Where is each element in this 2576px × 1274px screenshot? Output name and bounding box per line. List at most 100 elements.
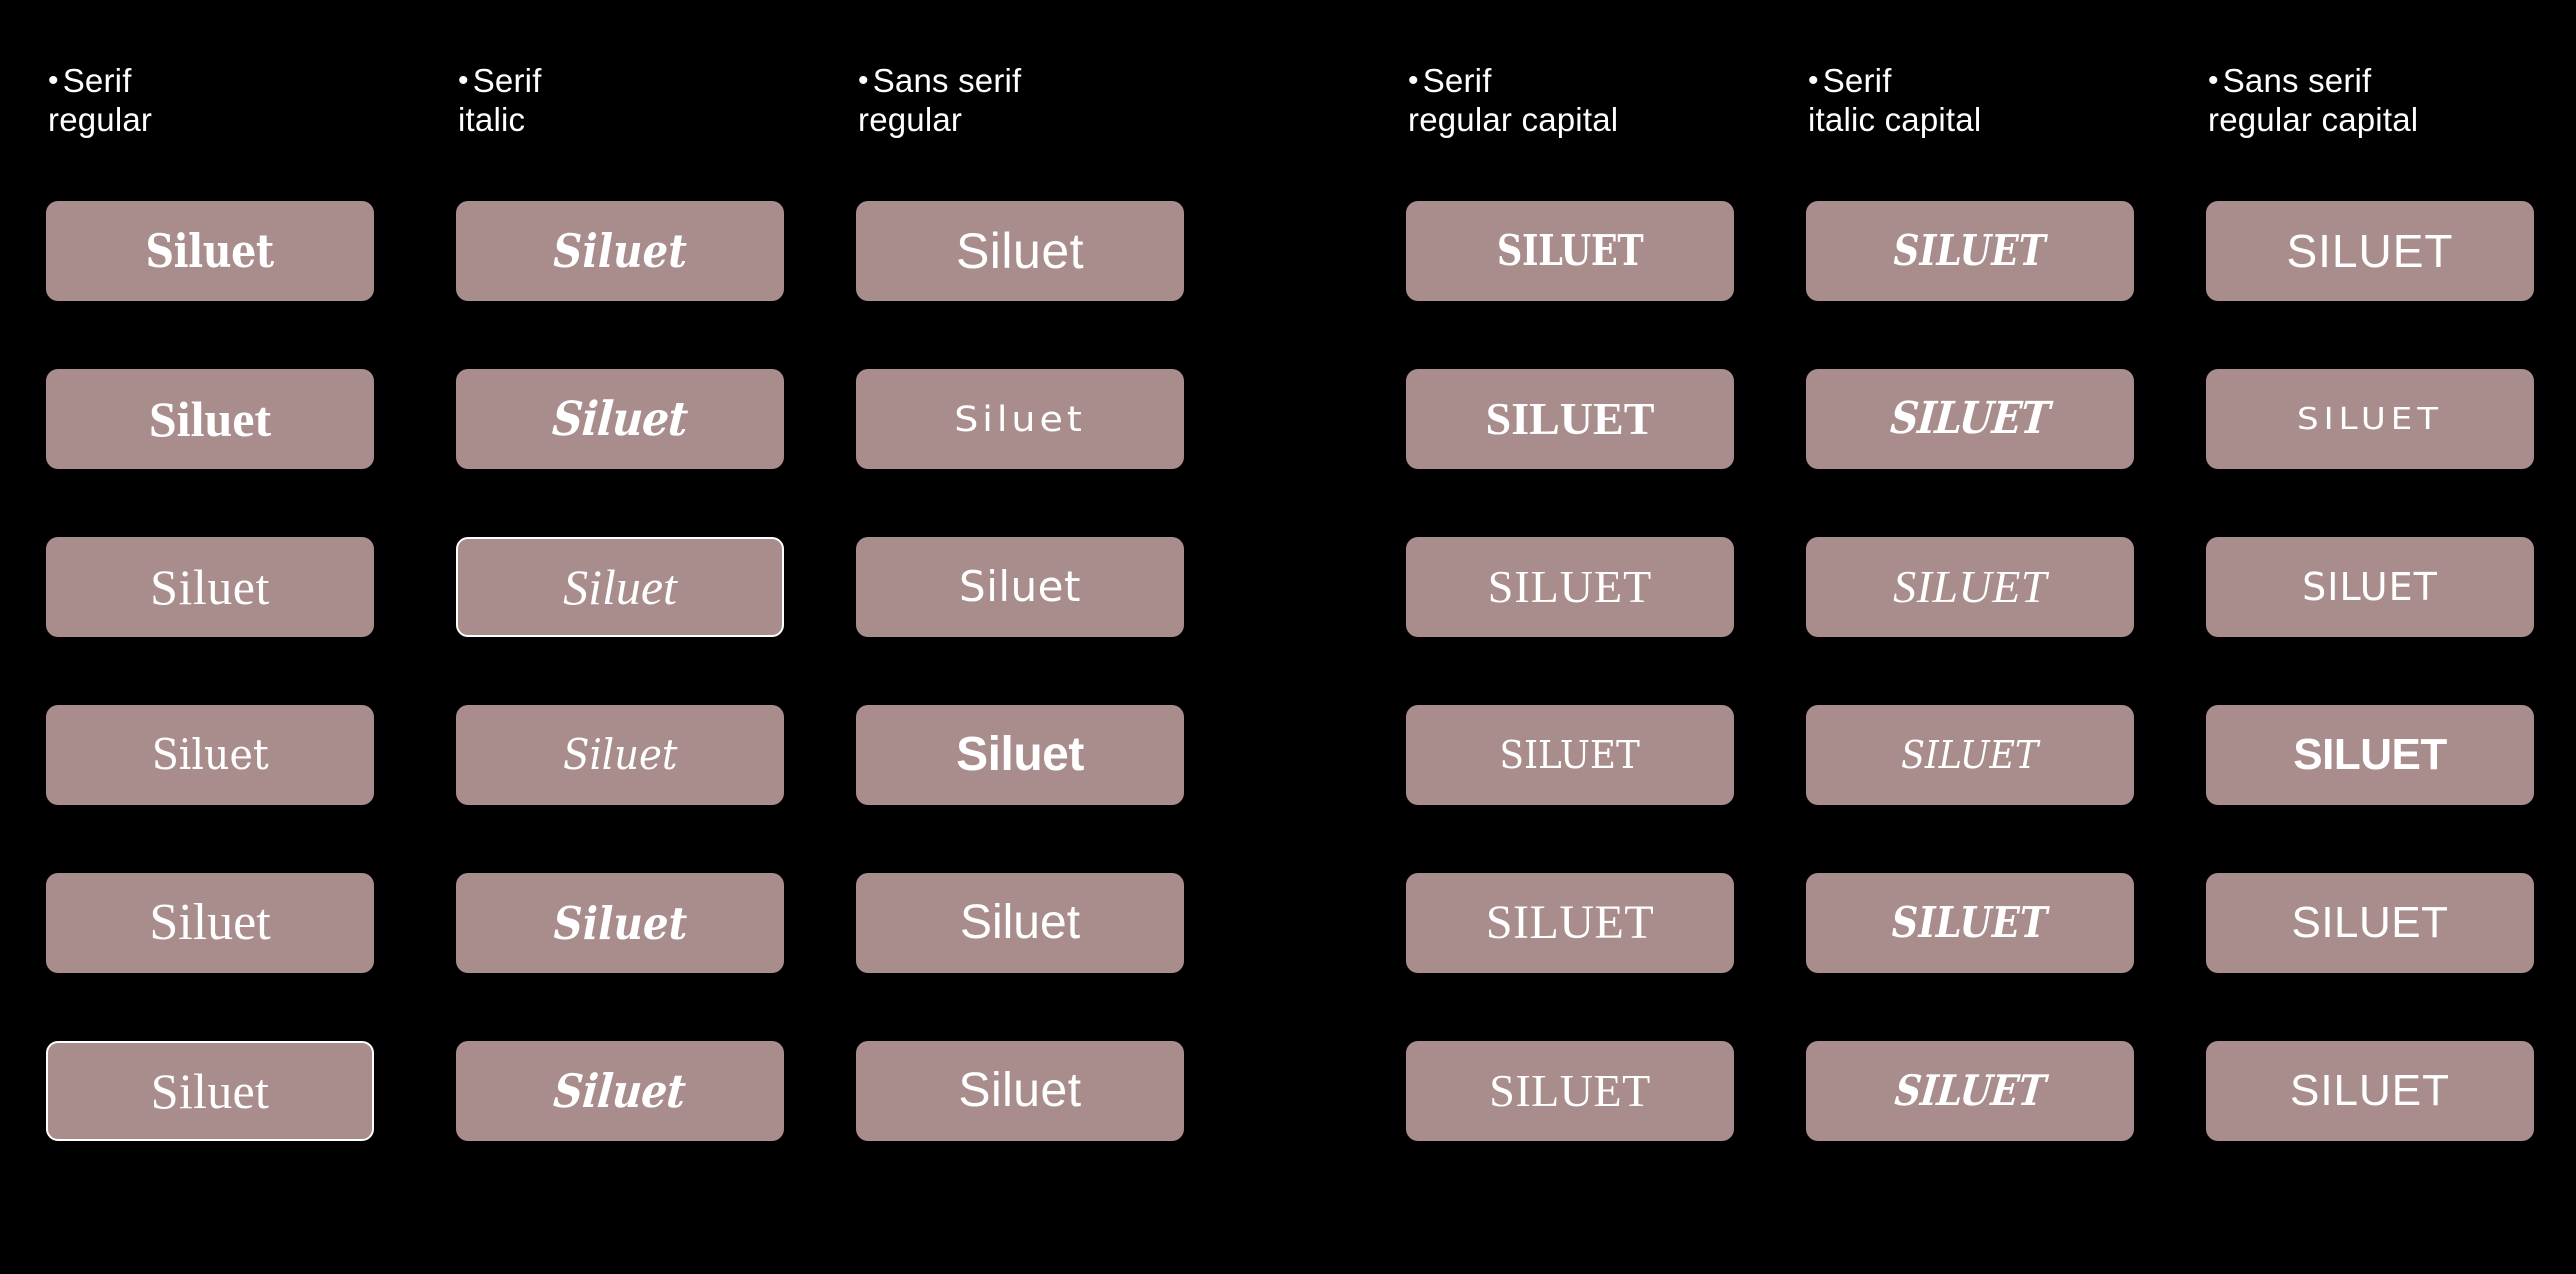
font-specimen-chip[interactable]: SILUET [1806, 1041, 2134, 1141]
grid-cell: SILUET [1406, 872, 1806, 974]
font-specimen-label: SILUET [1499, 733, 1641, 777]
grid-cell: SILUET [1806, 536, 2206, 638]
font-specimen-chip[interactable]: SILUET [1806, 201, 2134, 301]
font-specimen-chip[interactable]: SILUET [1806, 705, 2134, 805]
font-specimen-chip[interactable]: SILUET [2206, 369, 2534, 469]
grid-cell: Siluet [456, 704, 856, 806]
font-specimen-label: SILUET [1893, 226, 2047, 275]
font-specimen-chip[interactable]: SILUET [1406, 705, 1734, 805]
font-specimen-chip[interactable]: SILUET [2206, 873, 2534, 973]
grid-cell: SILUET [1406, 200, 1806, 302]
font-specimen-label: SILUET [2293, 730, 2447, 779]
column-header-line1: Serif [62, 62, 132, 99]
font-specimen-chip[interactable]: Siluet [456, 537, 784, 637]
font-specimen-label: Siluet [151, 730, 269, 779]
bullet-icon: • [48, 64, 59, 97]
font-specimen-chip[interactable]: SILUET [1406, 873, 1734, 973]
font-specimen-label: SILUET [1489, 1065, 1651, 1116]
font-specimen-chip[interactable]: SILUET [1406, 369, 1734, 469]
font-specimen-chip[interactable]: Siluet [856, 369, 1184, 469]
font-specimen-chip[interactable]: Siluet [856, 201, 1184, 301]
font-specimen-chip[interactable]: SILUET [2206, 1041, 2534, 1141]
font-specimen-chip[interactable]: SILUET [1806, 369, 2134, 469]
column-group-gap [1256, 704, 1406, 806]
font-specimen-chip[interactable]: Siluet [46, 1041, 374, 1141]
font-specimen-label: Siluet [150, 559, 270, 615]
font-specimen-chip[interactable]: Siluet [46, 201, 374, 301]
column-header-line2: italic capital [1808, 100, 1982, 138]
font-specimen-chip[interactable]: SILUET [2206, 201, 2534, 301]
font-specimen-chip[interactable]: Siluet [456, 201, 784, 301]
column-group-gap [1258, 62, 1408, 200]
font-specimen-label: Siluet [148, 391, 272, 447]
column-header-line1: Serif [472, 62, 542, 99]
grid-cell: SILUET [1406, 368, 1806, 470]
font-specimen-label: Siluet [955, 223, 1085, 279]
grid-cell: SILUET [2206, 1040, 2576, 1142]
grid-cell: Siluet [856, 536, 1256, 638]
font-specimen-chip[interactable]: Siluet [46, 369, 374, 469]
bullet-icon: • [1408, 64, 1419, 97]
column-group-gap [1256, 200, 1406, 302]
font-specimen-chip[interactable]: SILUET [1806, 537, 2134, 637]
font-specimen-chip[interactable]: SILUET [1806, 873, 2134, 973]
grid-cell: Siluet [856, 200, 1256, 302]
font-specimen-label: SILUET [1893, 561, 2047, 612]
font-specimen-label: Siluet [954, 398, 1086, 440]
font-specimen-chip[interactable]: Siluet [456, 705, 784, 805]
font-specimen-label: SILUET [1892, 1066, 2048, 1115]
grid-cell: SILUET [2206, 200, 2576, 302]
grid-cell: SILUET [2206, 704, 2576, 806]
font-specimen-chip[interactable]: SILUET [2206, 705, 2534, 805]
font-specimen-label: Siluet [958, 1064, 1082, 1117]
grid-cell: SILUET [2206, 368, 2576, 470]
font-specimen-label: Siluet [149, 894, 271, 951]
grid-cell: SILUET [1406, 704, 1806, 806]
bullet-icon: • [458, 64, 469, 97]
font-specimen-chip[interactable]: Siluet [46, 873, 374, 973]
font-specimen-chip[interactable]: Siluet [456, 369, 784, 469]
font-specimen-chip[interactable]: Siluet [46, 705, 374, 805]
font-specimen-chip[interactable]: Siluet [856, 537, 1184, 637]
font-specimen-label: SILUET [1485, 896, 1655, 949]
font-specimen-chip[interactable]: SILUET [1406, 1041, 1734, 1141]
grid-cell: Siluet [46, 704, 456, 806]
font-specimen-chip[interactable]: Siluet [856, 873, 1184, 973]
font-specimen-label: Siluet [956, 728, 1084, 781]
font-specimen-label: SILUET [1496, 226, 1644, 275]
font-specimen-label: SILUET [1487, 561, 1653, 612]
grid-cell: Siluet [856, 1040, 1256, 1142]
grid-cell: Siluet [456, 368, 856, 470]
font-specimen-chip[interactable]: SILUET [2206, 537, 2534, 637]
font-specimen-chip[interactable]: Siluet [856, 1041, 1184, 1141]
font-specimen-chip[interactable]: Siluet [456, 1041, 784, 1141]
column-header-line2: regular [48, 100, 153, 138]
grid-cell: Siluet [46, 1040, 456, 1142]
grid-cell: SILUET [1406, 536, 1806, 638]
grid-cell: Siluet [456, 536, 856, 638]
font-specimen-label: SILUET [1901, 733, 2039, 777]
bullet-icon: • [1808, 64, 1819, 97]
font-specimen-label: SILUET [1888, 393, 2052, 444]
font-specimen-chip[interactable]: Siluet [46, 537, 374, 637]
font-specimen-chip[interactable]: Siluet [456, 873, 784, 973]
column-header-line2: regular [858, 100, 963, 138]
font-specimen-label: Siluet [959, 562, 1081, 611]
font-specimen-chip[interactable]: Siluet [856, 705, 1184, 805]
grid-cell: Siluet [856, 368, 1256, 470]
grid-cell: Siluet [856, 704, 1256, 806]
grid-cell: SILUET [1806, 368, 2206, 470]
font-specimen-chip[interactable]: SILUET [1406, 201, 1734, 301]
font-specimen-chip[interactable]: SILUET [1406, 537, 1734, 637]
column-header-line2: regular capital [1408, 100, 1619, 138]
grid-cell: SILUET [2206, 872, 2576, 974]
font-specimen-label: SILUET [2302, 565, 2438, 609]
